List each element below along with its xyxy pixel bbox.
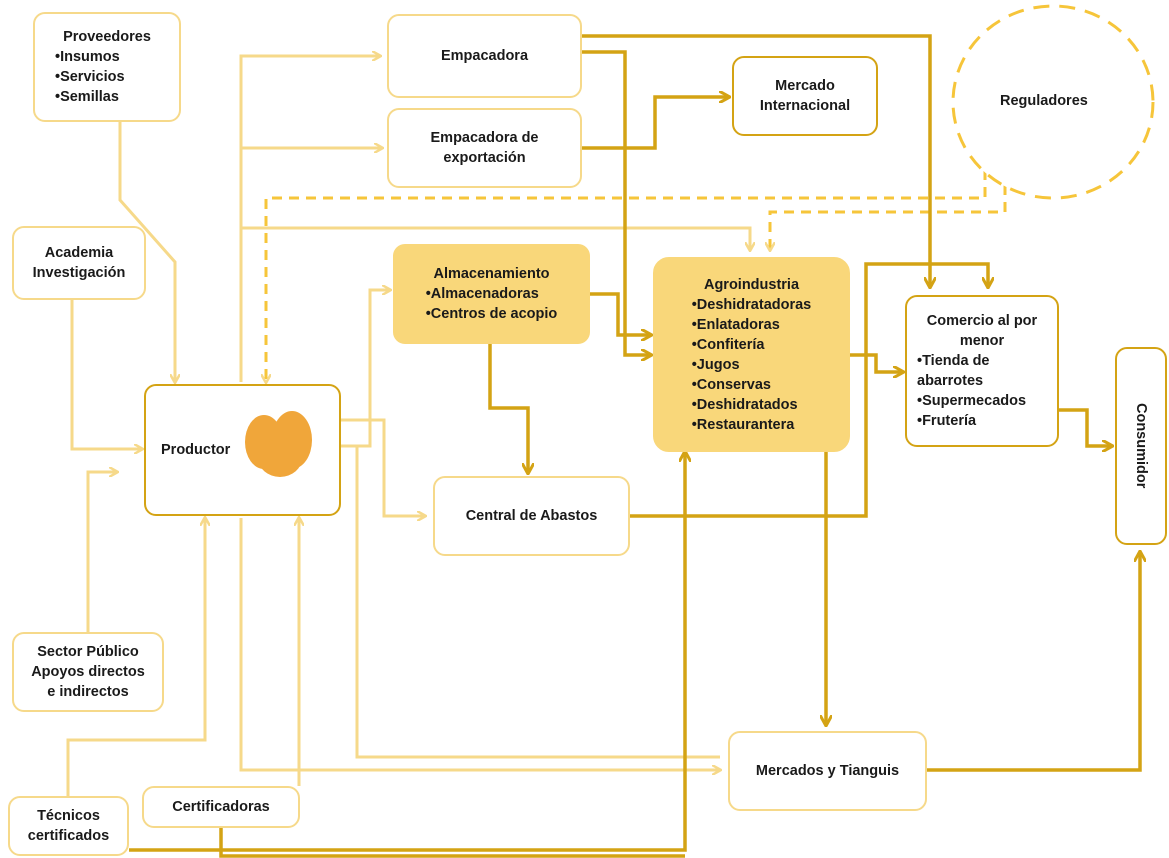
node-tecnicos[interactable]: Técnicos certificados [8, 796, 129, 856]
almacenamiento-list: •Almacenadoras •Centros de acopio [426, 284, 558, 324]
arrow-tecnicos-productor [66, 518, 205, 796]
list-item: •Enlatadoras [691, 316, 780, 333]
node-mercados-tianguis[interactable]: Mercados y Tianguis [728, 731, 927, 811]
line-productor-mercados-2 [355, 446, 720, 759]
list-item: •Centros de acopio [425, 306, 558, 322]
list-item: abarrotes [917, 373, 984, 389]
node-proveedores[interactable]: Proveedores •Insumos •Servicios •Semilla… [33, 12, 181, 122]
empacadora-label: Empacadora [440, 48, 529, 64]
list-item: •Semillas [55, 89, 119, 105]
arrow-productor-agroindustria [241, 226, 750, 250]
arrow-almacen-agroindustria [590, 292, 651, 335]
arrow-academia-productor [70, 300, 142, 449]
arrow-productor-mercados [239, 518, 720, 770]
list-item: •Jugos [691, 356, 740, 373]
export-line-2: exportación [443, 150, 526, 166]
list-item: •Tienda de [917, 353, 990, 369]
node-empacadora-exportacion[interactable]: Empacadora de exportación [387, 108, 582, 188]
consumidor-label: Consumidor [1133, 403, 1149, 489]
list-item: •Almacenadoras [425, 286, 539, 302]
arrow-central-comercio [630, 262, 988, 518]
academia-line-2: Investigación [32, 265, 126, 281]
arrow-proveedores-productor [118, 120, 175, 382]
arrow-mercados-consumidor [927, 552, 1140, 772]
list-item: •Confitería [691, 336, 765, 353]
list-item: •Insumos [55, 49, 120, 65]
arrow-empacadora-agroindustria [582, 50, 651, 355]
list-item: •Supermecados [917, 393, 1027, 409]
arrow-reguladores-productor [266, 170, 987, 382]
arrow-tecnicos-agroindustria [129, 452, 685, 852]
comercio-list: •Tienda de abarrotes •Supermecados •Frut… [907, 351, 1026, 431]
node-agroindustria[interactable]: Agroindustria •Deshidratadoras •Enlatado… [653, 257, 850, 452]
list-item: •Restaurantera [691, 416, 795, 433]
mercados-label: Mercados y Tianguis [755, 763, 900, 779]
tecnicos-line-2: certificados [27, 828, 110, 844]
node-consumidor[interactable]: Consumidor [1115, 347, 1167, 545]
node-empacadora[interactable]: Empacadora [387, 14, 582, 98]
reguladores-label: Reguladores [1000, 93, 1088, 109]
agroindustria-list: •Deshidratadoras •Enlatadoras •Confiterí… [692, 295, 812, 435]
agroindustria-title: Agroindustria [703, 276, 800, 293]
list-item: •Deshidratados [691, 396, 798, 413]
arrow-sector-productor [86, 472, 117, 632]
node-certificadoras[interactable]: Certificadoras [142, 786, 300, 828]
arrow-export-mercado-int [582, 97, 729, 150]
node-academia[interactable]: Academia Investigación [12, 226, 146, 300]
sector-line-2: Apoyos directos [31, 664, 145, 680]
node-almacenamiento[interactable]: Almacenamiento •Almacenadoras •Centros d… [393, 244, 590, 344]
almacenamiento-title: Almacenamiento [433, 266, 550, 282]
mercado-int-line-2: Internacional [759, 98, 851, 114]
node-mercado-internacional[interactable]: Mercado Internacional [732, 56, 878, 136]
comercio-title-1: Comercio al por [926, 313, 1038, 329]
list-item: •Frutería [917, 413, 977, 429]
node-comercio[interactable]: Comercio al por menor •Tienda de abarrot… [905, 295, 1059, 447]
arrow-productor-central [341, 418, 425, 516]
academia-line-1: Academia [44, 245, 114, 261]
proveedores-title: Proveedores [63, 29, 151, 45]
node-central-abastos[interactable]: Central de Abastos [433, 476, 630, 556]
comercio-title-2: menor [959, 333, 1005, 349]
list-item: •Conservas [691, 376, 771, 393]
reguladores-circle [951, 4, 1155, 200]
export-line-1: Empacadora de [430, 130, 539, 146]
arrow-empacadora-comercio [582, 34, 930, 287]
product-blob-icon [245, 411, 312, 477]
node-sector-publico[interactable]: Sector Público Apoyos directos e indirec… [12, 632, 164, 712]
arrow-productor-empacadora [239, 56, 380, 382]
sector-line-1: Sector Público [37, 644, 139, 660]
arrow-comercio-consumidor [1059, 408, 1112, 446]
sector-line-3: e indirectos [47, 684, 129, 700]
productor-label: Productor [161, 442, 231, 458]
arrow-almacen-central [488, 344, 528, 473]
mercado-int-line-1: Mercado [775, 78, 835, 94]
arrow-agroindustria-comercio [850, 353, 903, 372]
certificadoras-label: Certificadoras [172, 799, 270, 815]
arrow-reguladores-agroindustria [770, 185, 1007, 250]
list-item: •Deshidratadoras [691, 296, 812, 313]
central-label: Central de Abastos [465, 508, 598, 524]
proveedores-list: •Insumos •Servicios •Semillas [55, 47, 125, 107]
node-productor[interactable]: Productor [144, 384, 341, 516]
tecnicos-line-1: Técnicos [37, 808, 100, 824]
list-item: •Servicios [55, 69, 125, 85]
